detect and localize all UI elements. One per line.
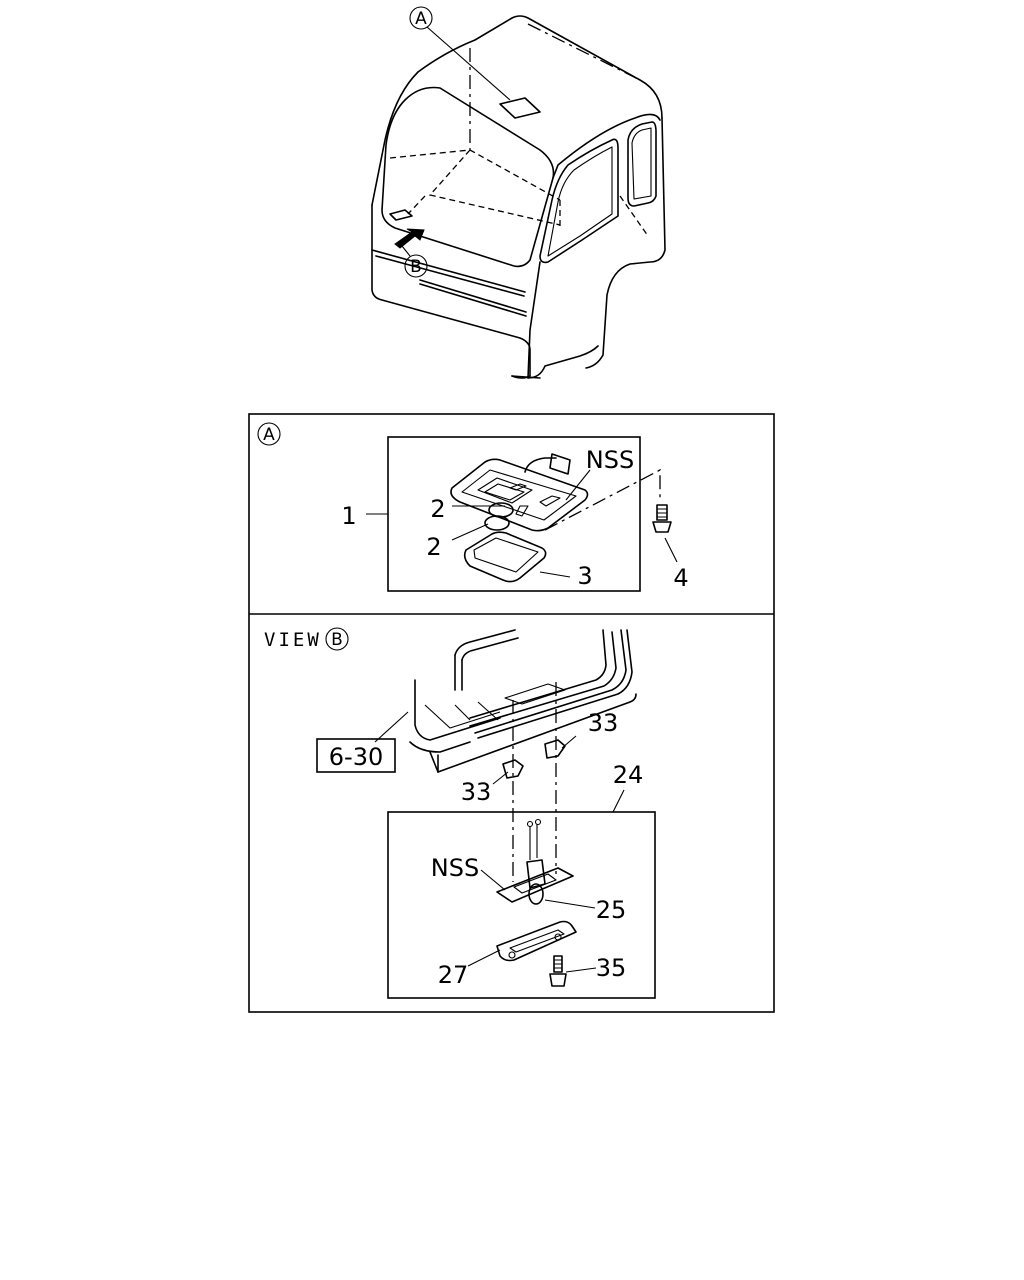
view-label: VIEW xyxy=(264,629,322,651)
panel-a-callout: A xyxy=(257,422,281,446)
ref-box-6-30 xyxy=(316,738,396,773)
view-b-letter: B xyxy=(331,630,343,650)
callout-b-top: B xyxy=(404,254,428,278)
part-label-33b: 33 xyxy=(461,778,492,806)
cab-illustration xyxy=(371,15,666,379)
part-label-3: 3 xyxy=(577,562,592,590)
part-label-33a: 33 xyxy=(588,709,619,737)
callout-b-letter: B xyxy=(410,257,422,277)
cab-interior-drawing xyxy=(374,629,637,882)
part-label-25: 25 xyxy=(596,896,627,924)
part-label-2a: 2 xyxy=(430,495,445,523)
view-b-heading: VIEW B xyxy=(264,627,349,651)
part-label-24: 24 xyxy=(613,761,644,789)
panel-b-labels: 33 33 24 25 27 35 NSS xyxy=(431,709,643,989)
nss-note-b: NSS xyxy=(431,854,479,882)
step-lamp-assembly-box xyxy=(387,811,656,999)
dome-lamp-drawing xyxy=(366,453,678,583)
callout-a-top: A xyxy=(409,6,433,30)
part-label-2b: 2 xyxy=(426,533,441,561)
ref-box-label: 6-30 xyxy=(329,743,383,771)
part-label-27: 27 xyxy=(438,961,469,989)
part-label-35: 35 xyxy=(596,954,627,982)
panel-a-labels: 1 2 2 3 4 NSS xyxy=(341,446,688,592)
part-label-1: 1 xyxy=(341,502,356,530)
nss-note-a: NSS xyxy=(586,446,634,474)
callout-a-letter: A xyxy=(415,9,427,29)
detail-frame xyxy=(248,413,775,1013)
step-lamp-drawing xyxy=(467,818,597,987)
panel-a-letter: A xyxy=(263,425,275,445)
part-label-4: 4 xyxy=(673,564,688,592)
